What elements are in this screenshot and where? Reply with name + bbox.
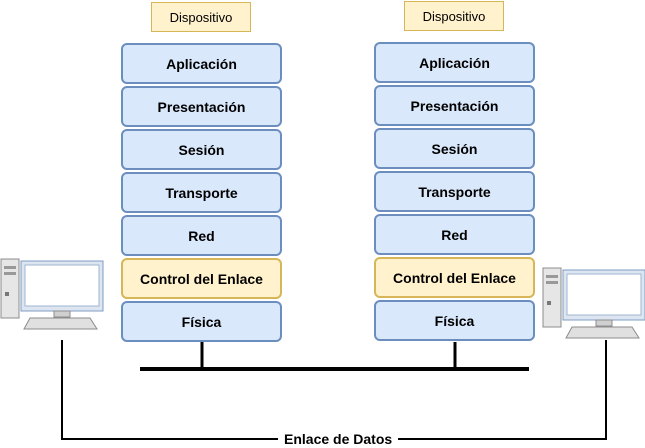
layer-control-enlace-right: Control del Enlace <box>374 257 535 298</box>
data-link-line <box>61 340 607 440</box>
drive-bay <box>4 272 16 275</box>
layer-fisica-left: Física <box>121 301 282 342</box>
keyboard <box>565 326 640 339</box>
layer-presentacion-left: Presentación <box>121 86 282 127</box>
layer-fisica-right: Física <box>374 300 535 341</box>
device-label-right: Dispositivo <box>404 1 504 31</box>
layer-aplicacion-left: Aplicación <box>121 43 282 84</box>
keyboard <box>23 317 98 330</box>
device-label-left: Dispositivo <box>151 2 251 32</box>
monitor-stand <box>53 310 71 318</box>
drive-bay <box>546 275 558 278</box>
layer-presentacion-right: Presentación <box>374 85 535 126</box>
layer-transporte-right: Transporte <box>374 171 535 212</box>
monitor-screen <box>566 273 642 316</box>
computer-icon <box>542 267 645 339</box>
power-button <box>5 292 9 296</box>
layer-red-left: Red <box>121 215 282 256</box>
computer-icon <box>0 258 104 330</box>
layer-red-right: Red <box>374 214 535 255</box>
layer-aplicacion-right: Aplicación <box>374 42 535 83</box>
data-link-label: Enlace de Datos <box>278 431 399 447</box>
drive-bay <box>546 281 558 284</box>
monitor-screen <box>24 264 100 307</box>
monitor-stand <box>595 319 613 327</box>
power-button <box>547 301 551 305</box>
layer-control-enlace-left: Control del Enlace <box>121 258 282 299</box>
layer-sesion-right: Sesión <box>374 128 535 169</box>
layer-sesion-left: Sesión <box>121 129 282 170</box>
layer-transporte-left: Transporte <box>121 172 282 213</box>
drive-bay <box>4 266 16 269</box>
